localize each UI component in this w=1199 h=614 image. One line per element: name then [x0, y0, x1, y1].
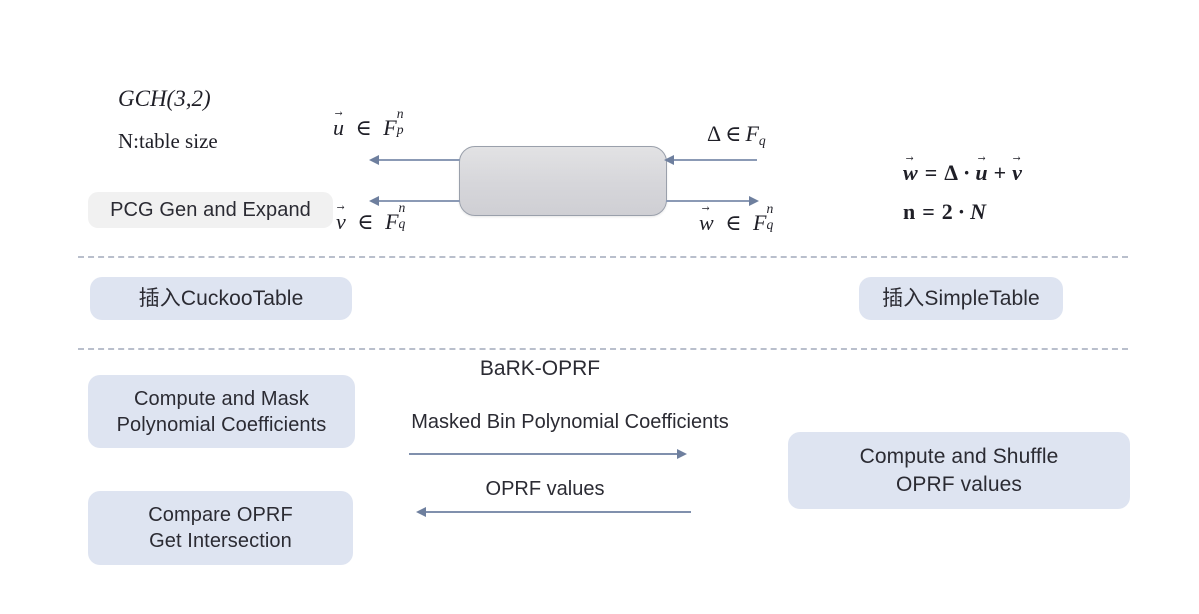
- pcg-gen-expand-box[interactable]: PCG Gen and Expand: [88, 192, 333, 228]
- delta-symbol: Δ: [707, 121, 722, 146]
- w-sub: q: [766, 216, 774, 232]
- field-f-u: F: [383, 115, 397, 140]
- message-oprf-values-label: OPRF values: [400, 476, 690, 503]
- compare-oprf-box[interactable]: Compare OPRF Get Intersection: [88, 491, 353, 565]
- u-sub: p: [396, 121, 404, 137]
- w-vector-symbol: w: [699, 209, 714, 238]
- arrow-u-line: [378, 159, 460, 161]
- bark-oprf-title: BaRK-OPRF: [400, 355, 680, 383]
- insert-simple-table-box[interactable]: 插入SimpleTable: [859, 277, 1063, 320]
- compute-mask-poly-box[interactable]: Compute and Mask Polynomial Coefficients: [88, 375, 355, 448]
- compare-oprf-line2: Get Intersection: [149, 530, 292, 552]
- eq-v-vector: v: [1012, 159, 1022, 188]
- v-sub: q: [398, 215, 406, 231]
- eq-dot-1: ·: [963, 160, 971, 185]
- eq-n: n: [903, 199, 916, 224]
- table-size-label-text: N:table size: [118, 129, 218, 153]
- member-symbol-v: ∈: [357, 209, 374, 234]
- u-sup: n: [396, 105, 404, 121]
- insert-cuckoo-table-box[interactable]: 插入CuckooTable: [90, 277, 352, 320]
- eq-N: N: [970, 199, 987, 224]
- delta-sub: q: [758, 132, 766, 148]
- table-size-label: N:table size: [118, 128, 218, 155]
- insert-simple-table-label: 插入SimpleTable: [882, 286, 1040, 310]
- scheme-label: GCH(3,2): [118, 84, 211, 114]
- compute-mask-poly-line2: Polynomial Coefficients: [116, 413, 327, 436]
- pcg-center-process-box[interactable]: [459, 146, 667, 216]
- pcg-gen-expand-label: PCG Gen and Expand: [110, 199, 311, 221]
- arrow-backward-head-icon: [416, 507, 426, 517]
- field-f-w: F: [752, 210, 767, 235]
- compare-oprf-line1: Compare OPRF: [148, 504, 293, 526]
- compute-mask-poly-line1: Compute and Mask: [133, 387, 310, 410]
- member-symbol-u: ∈: [355, 115, 372, 140]
- v-sup: n: [398, 199, 406, 215]
- label-u-in-fpn: u ∈ Fnp: [333, 106, 410, 143]
- message-masked-bin-coeffs-label: Masked Bin Polynomial Coefficients: [360, 409, 780, 436]
- eq-dot-2: ·: [957, 199, 966, 224]
- message-oprf-values-text: OPRF values: [485, 478, 605, 500]
- u-vector-symbol: u: [333, 114, 344, 143]
- arrow-w-head-icon: [749, 196, 759, 206]
- arrow-backward-line: [425, 511, 691, 513]
- arrow-forward-head-icon: [677, 449, 687, 459]
- eq-u-vector: u: [975, 159, 987, 188]
- scheme-label-text: GCH(3,2): [118, 86, 211, 111]
- eq-delta: Δ: [944, 160, 959, 185]
- arrow-u-head-icon: [369, 155, 379, 165]
- field-f-delta: F: [745, 121, 759, 146]
- arrow-delta-head-icon: [664, 155, 674, 165]
- arrow-v-line: [378, 200, 460, 202]
- arrow-delta-line: [673, 159, 757, 161]
- compute-shuffle-oprf-line1: Compute and Shuffle: [859, 445, 1059, 469]
- equation-w-relation: w=Δ·u+v: [903, 159, 1022, 188]
- label-w-in-fqn: w ∈ Fnq: [699, 201, 780, 238]
- w-sup: n: [766, 200, 774, 216]
- message-masked-bin-coeffs-text: Masked Bin Polynomial Coefficients: [411, 411, 729, 433]
- member-symbol-w: ∈: [725, 210, 742, 235]
- eq-equals-2: =: [922, 199, 935, 224]
- member-symbol-delta: ∈: [725, 121, 742, 146]
- arrow-v-head-icon: [369, 196, 379, 206]
- insert-cuckoo-table-label: 插入CuckooTable: [138, 286, 304, 310]
- equation-n-dimension: n=2·N: [903, 198, 986, 227]
- eq-plus: +: [993, 160, 1007, 185]
- eq-w-vector: w: [903, 159, 918, 188]
- eq-equals-1: =: [924, 160, 938, 185]
- label-v-in-fqn: v ∈ Fnq: [336, 200, 412, 237]
- field-f-v: F: [385, 209, 399, 234]
- divider-phase2-phase3: [78, 348, 1128, 350]
- arrow-forward-line: [409, 453, 679, 455]
- compute-shuffle-oprf-box[interactable]: Compute and Shuffle OPRF values: [788, 432, 1130, 509]
- eq-two: 2: [941, 199, 953, 224]
- compute-shuffle-oprf-line2: OPRF values: [896, 472, 1022, 496]
- v-vector-symbol: v: [336, 208, 346, 237]
- bark-oprf-title-text: BaRK-OPRF: [479, 357, 601, 380]
- label-delta-in-fq: Δ∈Fq: [707, 120, 766, 150]
- divider-phase1-phase2: [78, 256, 1128, 258]
